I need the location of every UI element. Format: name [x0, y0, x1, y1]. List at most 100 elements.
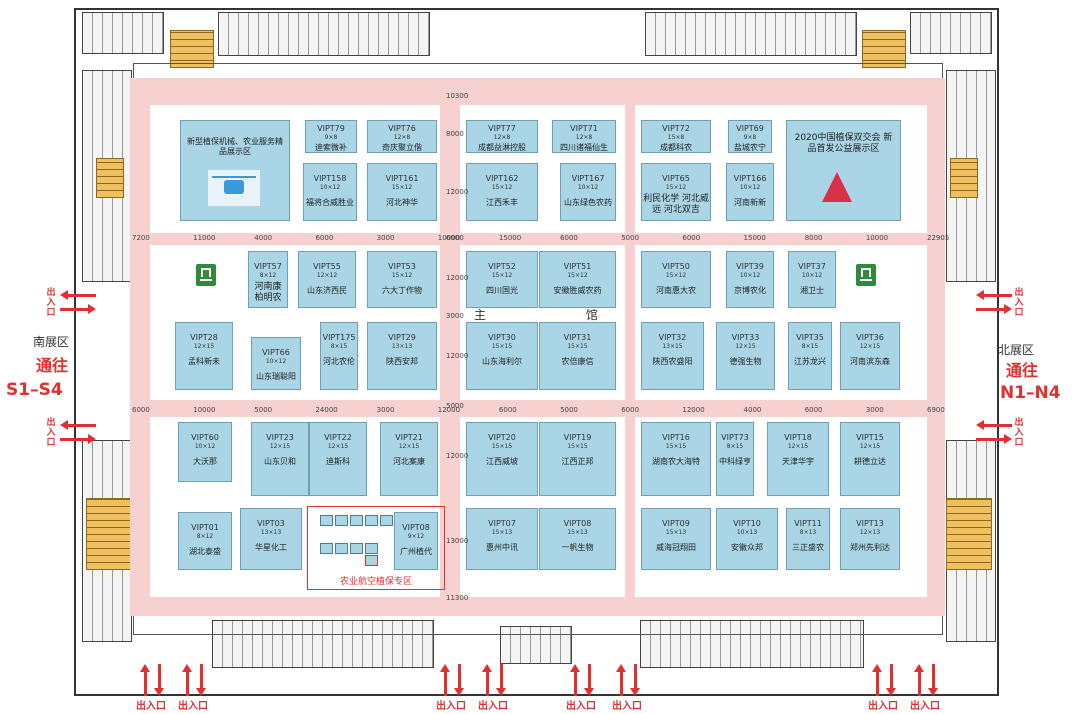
booth-id: VIPT35: [796, 333, 824, 342]
exit-arrow-icon: [976, 304, 1012, 314]
booth-size: 13×13: [391, 343, 413, 350]
booth-size: 15×12: [567, 272, 588, 279]
booth-size: 12×15: [735, 343, 756, 350]
drone-image: [208, 170, 260, 206]
south-range-label: S1–S4: [6, 380, 63, 400]
booth-size: 15×12: [665, 184, 687, 191]
north-goto-label: 通往: [1006, 361, 1039, 380]
exit-label: 出入口: [1014, 288, 1024, 318]
booth-size: 8×12: [196, 533, 214, 540]
booth-size: 10×12: [577, 184, 599, 191]
booth-id: VIPT51: [563, 262, 592, 271]
booth-exhibitor: 四川诸福仙生: [560, 142, 608, 152]
dimension-value: 10000: [865, 234, 889, 242]
booth-size: 12×12: [316, 272, 338, 279]
booth-size: 12×15: [193, 343, 215, 350]
booth-exhibitor: 威海冠翔田: [656, 542, 696, 552]
exit-arrow-icon: [154, 664, 164, 696]
dimension-value: 11000: [193, 234, 216, 242]
booth-id: VIPT167: [571, 174, 605, 183]
dimension-value: 5000: [560, 406, 578, 414]
booth-id: VIPT52: [488, 262, 516, 271]
booth-size: 15×15: [491, 443, 513, 450]
aviation-zone[interactable]: 农业航空植保专区: [307, 506, 445, 590]
booth-exhibitor: 广州植代: [400, 546, 432, 556]
launch-zone[interactable]: 2020中国植保双交会 新品首发公益展示区: [786, 120, 901, 221]
booth-id: VIPT30: [488, 333, 516, 342]
booth-size: 9×8: [743, 134, 757, 141]
booth-id: VIPT158: [313, 174, 347, 183]
booth-id: VIPT11: [794, 519, 822, 528]
booth-id: VIPT65: [662, 174, 690, 183]
booth-size: 9×8: [324, 134, 338, 141]
booth-exhibitor: 盐城农宁: [734, 142, 766, 152]
booth-exhibitor: 三正盛农: [792, 542, 824, 552]
booth-size: 12×15: [787, 443, 809, 450]
booth-exhibitor: 河南滨东森: [850, 356, 890, 366]
booth-size: 10×13: [736, 529, 758, 536]
booth-exhibitor: 耕德立达: [854, 456, 886, 466]
mini-booth: [335, 543, 348, 554]
booth-size: 15×12: [391, 272, 413, 279]
booth-size: 8×12: [259, 272, 277, 279]
booth-size: 10×12: [194, 443, 216, 450]
exit-label: 出入口: [436, 701, 466, 712]
booth-id: VIPT71: [570, 124, 598, 133]
booth-id: VIPT07: [488, 519, 516, 528]
booth-id: VIPT77: [488, 124, 516, 133]
mini-booth: [350, 515, 363, 526]
launch-logo-icon: [822, 172, 852, 206]
